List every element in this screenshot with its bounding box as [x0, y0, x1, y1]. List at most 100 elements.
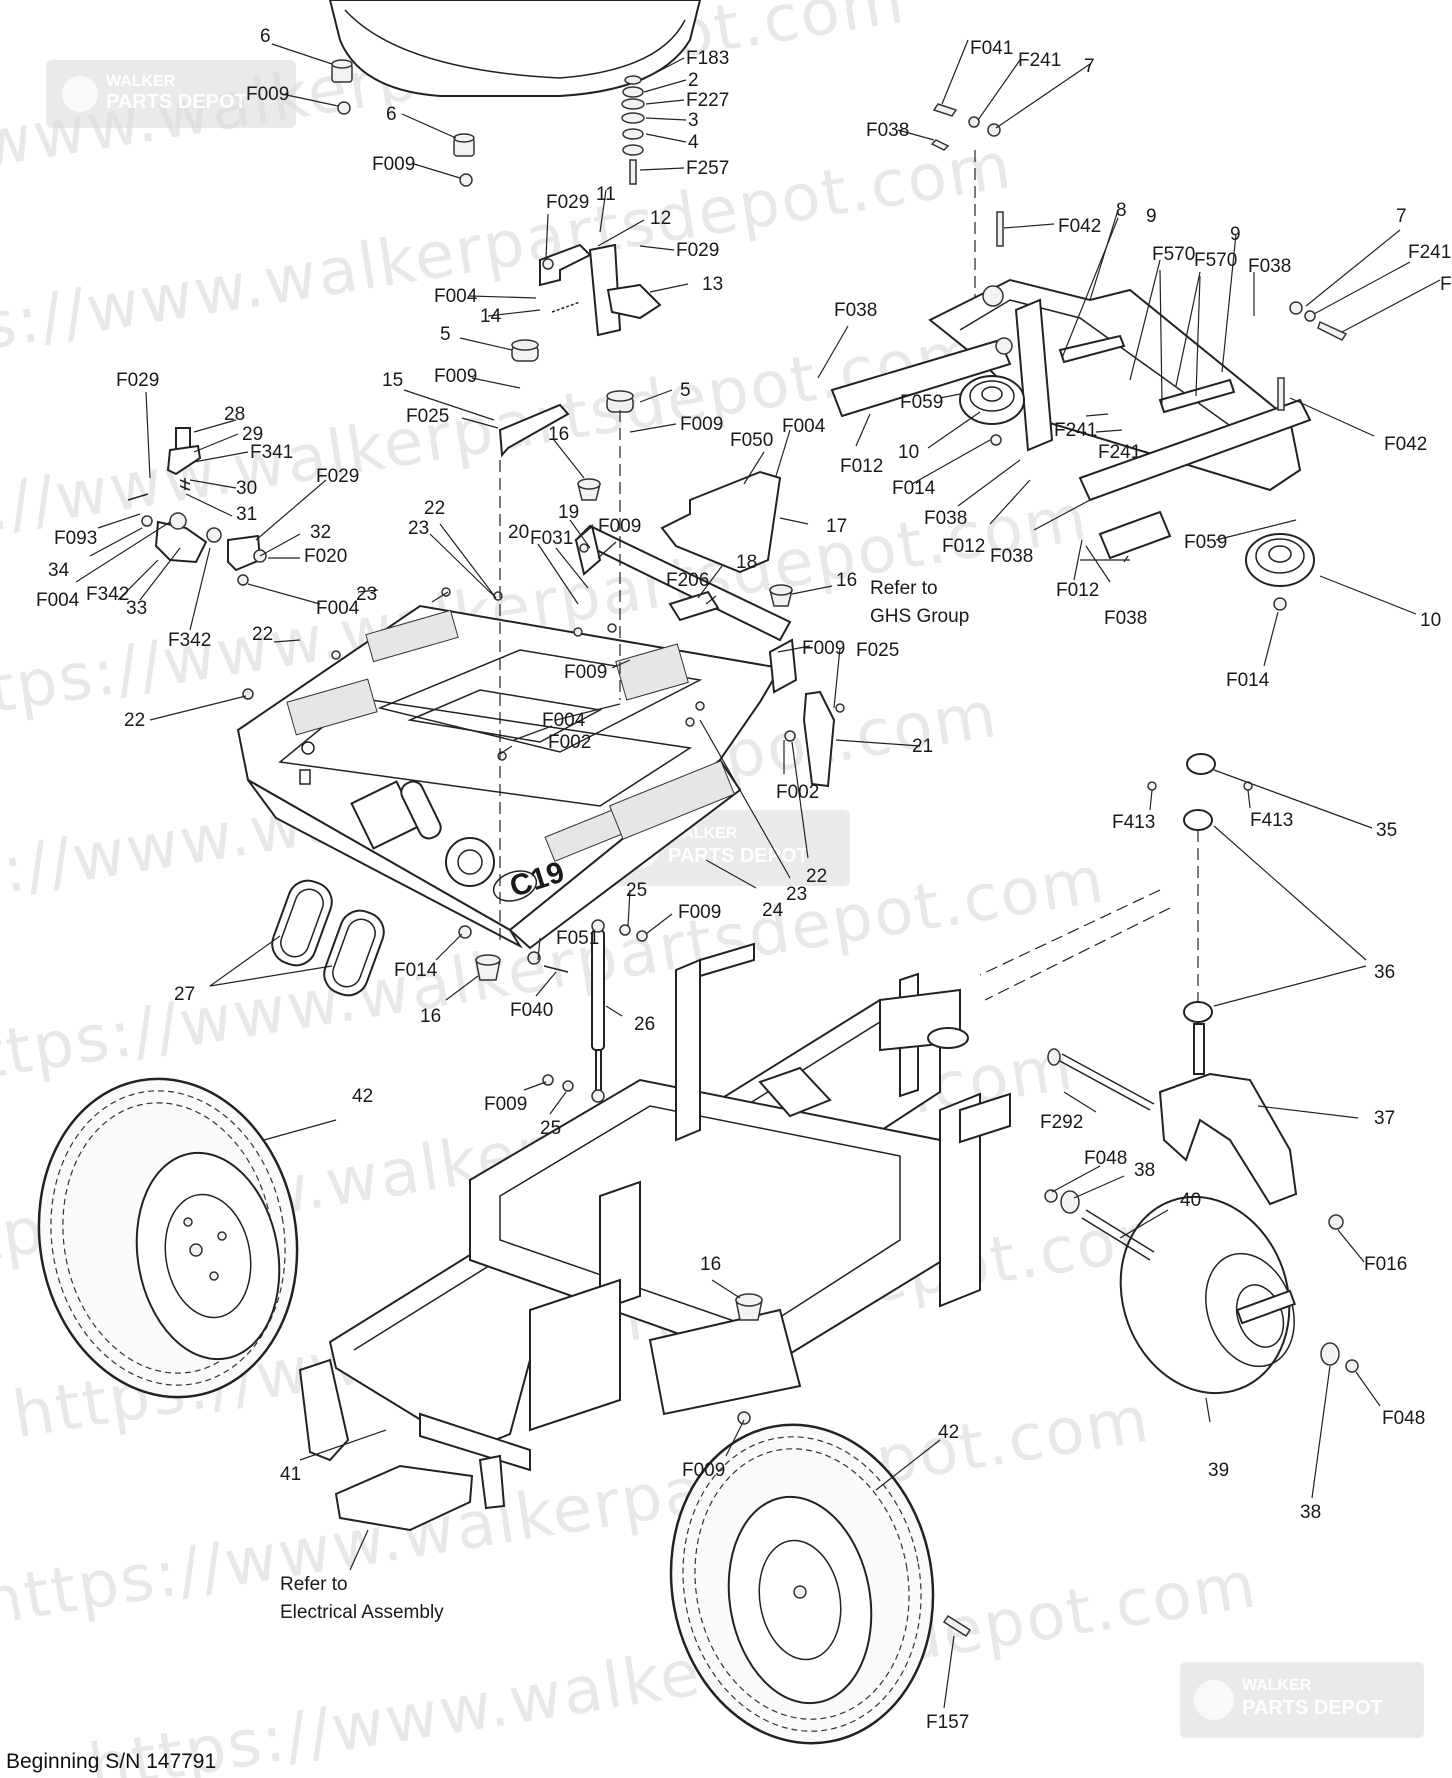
callout: F038	[834, 300, 877, 321]
callout: F292	[1040, 1112, 1083, 1133]
callout: F157	[926, 1712, 969, 1733]
callout: 10	[1420, 610, 1441, 631]
callout: 25	[540, 1118, 561, 1139]
callout: F059	[1184, 532, 1227, 553]
callout: F341	[250, 442, 293, 463]
callout: 16	[836, 570, 857, 591]
plate-part-18	[668, 590, 720, 622]
callout: 6	[386, 104, 397, 125]
callout: F227	[686, 90, 729, 111]
callout: F051	[556, 928, 599, 949]
console-decal	[365, 609, 459, 663]
callout: F016	[1364, 1254, 1407, 1275]
axle-part	[1081, 1209, 1155, 1261]
callout: 16	[700, 1254, 721, 1275]
callout: 42	[352, 1086, 373, 1107]
badge-bottom-word: PARTS DEPOT	[1242, 1697, 1383, 1719]
callout: F009	[802, 638, 845, 659]
callout: F570	[1152, 244, 1195, 265]
callout: F012	[840, 456, 883, 477]
callout: F050	[730, 430, 773, 451]
ignition-knob-icon	[445, 837, 495, 887]
nut-part	[542, 1074, 554, 1086]
idler-pulley-part-10a	[959, 375, 1025, 425]
idler-pulley-part-10b	[1245, 533, 1315, 587]
callout: 38	[1134, 1160, 1155, 1181]
callout: 7	[1396, 206, 1407, 227]
note-ghs: Refer to	[870, 578, 938, 599]
nut-part	[337, 101, 351, 115]
callout: F012	[1056, 580, 1099, 601]
callout: F029	[116, 370, 159, 391]
callout: F413	[1112, 812, 1155, 833]
callout: 33	[126, 598, 147, 619]
callout: 9	[1230, 224, 1241, 245]
callout: F029	[546, 192, 589, 213]
callout: F029	[316, 466, 359, 487]
callout: F038	[1248, 256, 1291, 277]
bolt-part	[543, 965, 569, 973]
callout: F014	[1226, 670, 1270, 691]
callout: 17	[826, 516, 847, 537]
callout: F041	[970, 38, 1013, 59]
callout: F342	[168, 630, 211, 651]
watermark-badge-bottom-right: WALKER PARTS DEPOT	[1180, 1662, 1424, 1738]
callout: F038	[990, 546, 1033, 567]
console-pod-part: C19	[236, 524, 798, 950]
callout: 42	[938, 1422, 959, 1443]
alignment-line	[984, 907, 1171, 1001]
callout: F004	[434, 286, 478, 307]
callout: 11	[596, 184, 616, 205]
callout: 26	[634, 1014, 655, 1035]
callout: F048	[1382, 1408, 1425, 1429]
callout: 29	[242, 424, 263, 445]
serial-number-footer: Beginning S/N 147791	[6, 1750, 217, 1773]
callout: 16	[548, 424, 569, 445]
bumper-part-16d	[735, 1293, 763, 1321]
callout: F014	[394, 960, 438, 981]
floor-mat-part	[271, 879, 385, 997]
callout: 40	[1180, 1190, 1201, 1211]
callout: F038	[866, 120, 909, 141]
grease-fitting-part	[1147, 781, 1157, 791]
note-electrical: Electrical Assembly	[280, 1602, 444, 1623]
callout: F183	[686, 48, 729, 69]
callout: 22	[424, 498, 445, 519]
callout: F042	[1384, 434, 1427, 455]
callout: 22	[806, 866, 827, 887]
callout: F009	[682, 1460, 725, 1481]
callout: 24	[762, 900, 784, 921]
ball-stud-part	[619, 924, 631, 936]
callout: F009	[564, 662, 607, 683]
bumper-part-6a	[331, 59, 353, 83]
callout: 31	[236, 504, 257, 525]
callout: F048	[1084, 1148, 1127, 1169]
callout: 25	[626, 880, 647, 901]
nut-part	[459, 173, 473, 187]
callout: F020	[304, 546, 347, 567]
bolt-part	[930, 139, 950, 151]
callout: 12	[650, 208, 671, 229]
callout: F009	[484, 1094, 527, 1115]
callout: F009	[372, 154, 415, 175]
callout: 13	[702, 274, 723, 295]
callout: F009	[680, 414, 723, 435]
callout: 23	[786, 884, 807, 905]
badge-bottom-word: PARTS DEPOT	[668, 845, 809, 867]
callout: 22	[252, 624, 273, 645]
alignment-line	[979, 889, 1161, 976]
callout: F004	[782, 416, 826, 437]
bolt-head-part	[1047, 1048, 1061, 1066]
rear-wheel-part-42a	[37, 1077, 299, 1399]
washer-part	[1345, 1359, 1359, 1373]
callout: F009	[434, 366, 477, 387]
callout: F004	[36, 590, 80, 611]
callout: 34	[48, 560, 70, 581]
callout: F004	[316, 598, 360, 619]
callout: 28	[224, 404, 245, 425]
bumper-part-16a	[577, 478, 601, 501]
callout: F206	[666, 570, 709, 591]
bracket-part-21	[802, 690, 836, 788]
callout: F570	[1194, 250, 1237, 271]
callout: F009	[598, 516, 641, 537]
